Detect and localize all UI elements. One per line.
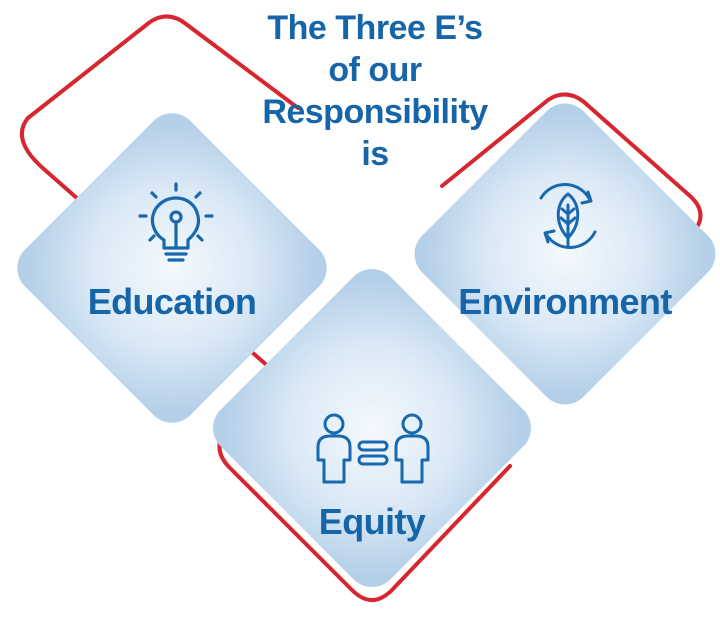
title-line-4: is [361, 135, 389, 173]
tile-education [17, 113, 327, 423]
title-line-1: The Three E’s [267, 9, 483, 47]
tile-environment [414, 103, 716, 405]
tile-equity [213, 269, 531, 587]
title-line-3: Responsibility [262, 93, 488, 131]
red-outline-education [19, 14, 300, 370]
education-label: Education [87, 281, 257, 322]
red-outline-environment [440, 92, 703, 320]
equity-label: Equity [318, 501, 426, 542]
title-line-2: of our [328, 51, 422, 89]
leaf-cycle-icon [539, 183, 597, 249]
people-equal-icon [316, 413, 430, 484]
environment-label: Environment [458, 281, 672, 322]
lightbulb-icon [138, 182, 214, 262]
